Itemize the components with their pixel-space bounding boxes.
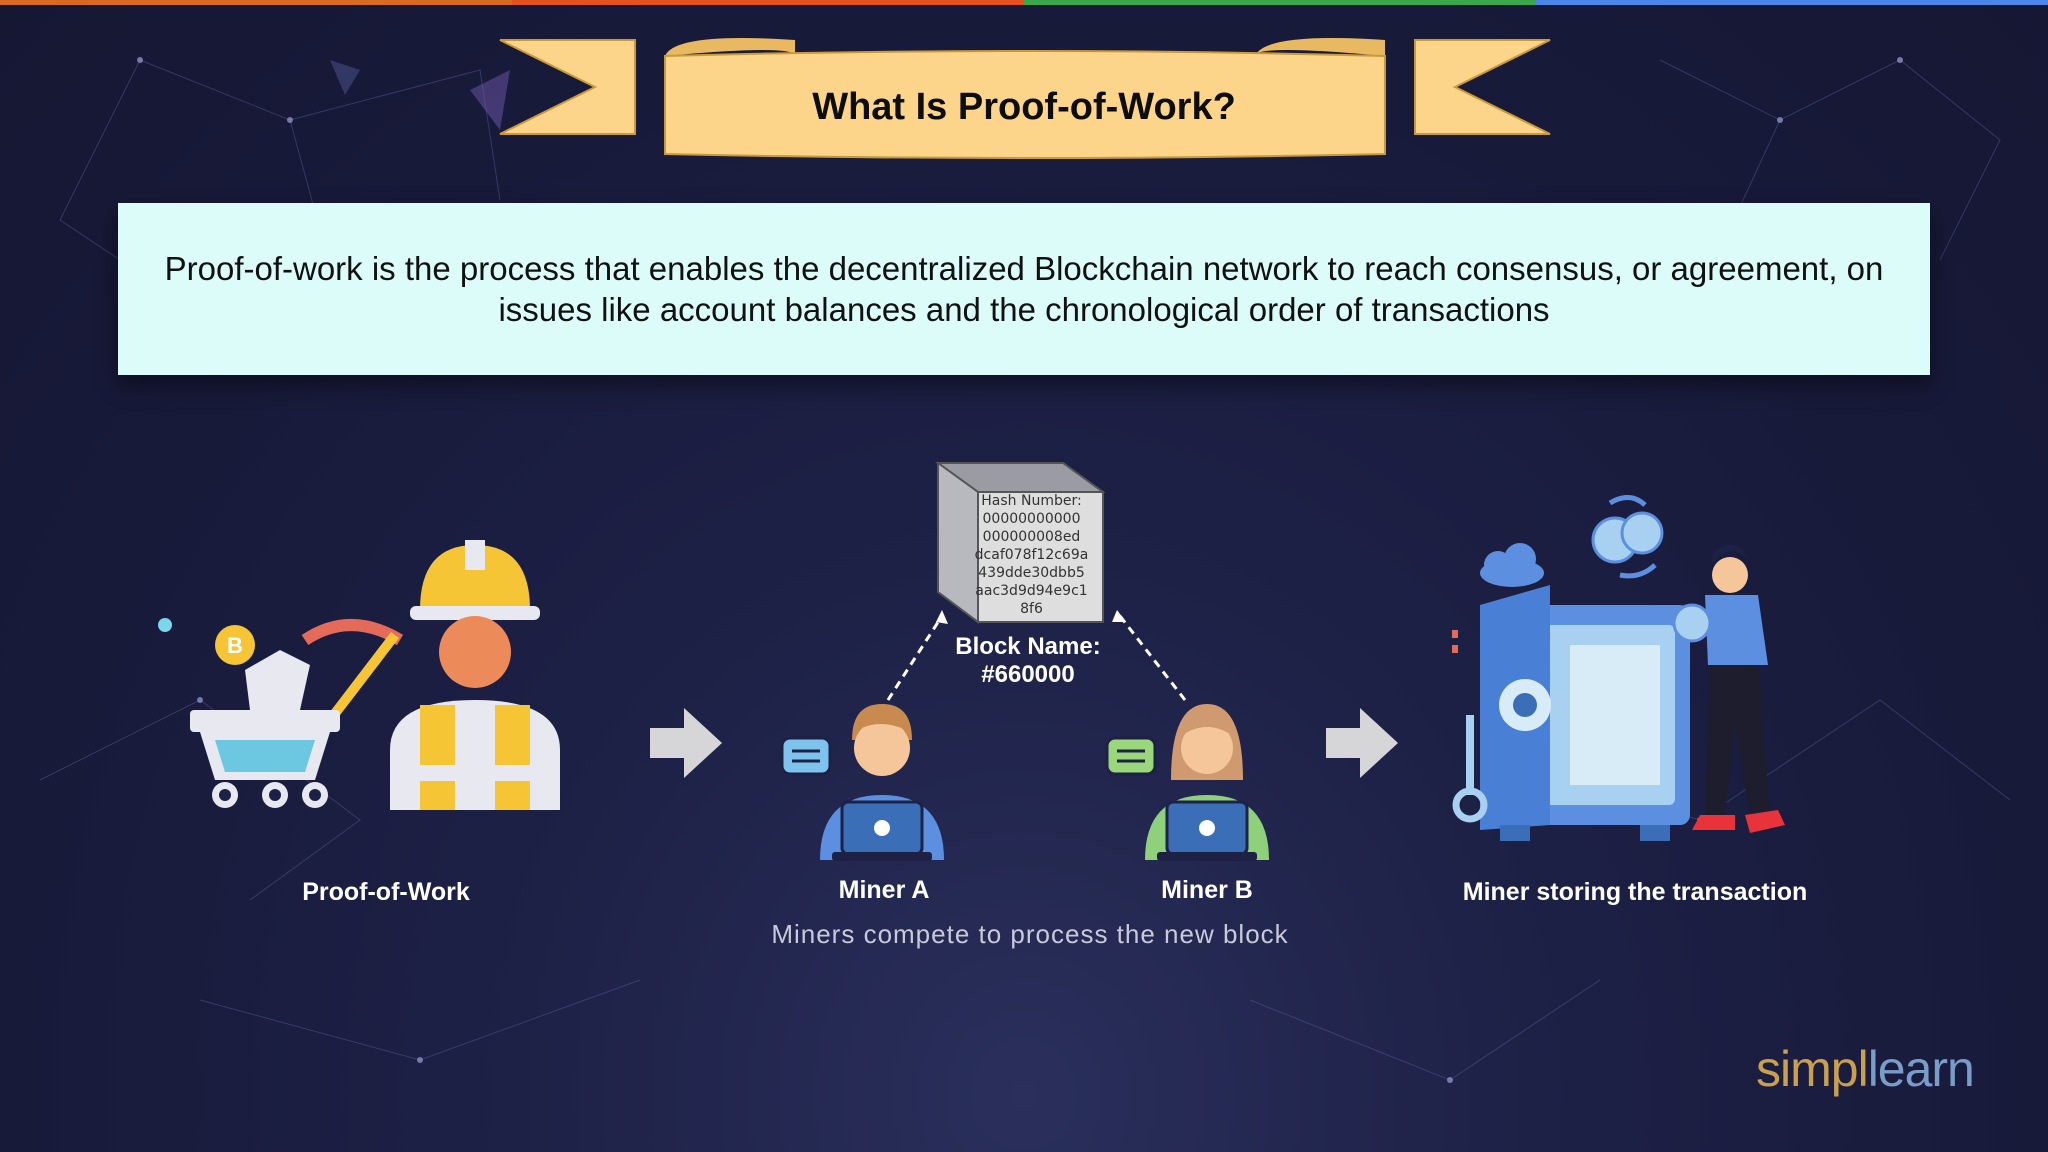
arrow-right-icon (1326, 708, 1398, 778)
chat-bubble-icon (780, 736, 832, 776)
block-name: Block Name: #660000 (918, 633, 1138, 689)
hash-line: 00000000000 (982, 511, 1081, 527)
caption-miner-a: Miner A (838, 876, 930, 904)
caption-proof-of-work: Proof-of-Work (302, 878, 470, 906)
miner-b-avatar-icon (1105, 704, 1269, 861)
logo-part-2: learn (1867, 1041, 1975, 1097)
hash-line: 000000008ed (982, 529, 1081, 545)
block-cube-icon (935, 461, 1105, 624)
bitcoin-coin-icon: B (215, 625, 255, 665)
hash-number-block: Hash Number: 00000000000 000000008ed dca… (964, 492, 1099, 618)
person-with-coin-icon (1672, 544, 1785, 833)
miner-a-avatar-icon (780, 704, 944, 861)
coins-icon (1591, 495, 1664, 579)
definition-box: Proof-of-work is the process that enable… (118, 203, 1930, 375)
laptop-icon (832, 800, 932, 861)
hash-line: 8f6 (1020, 601, 1043, 617)
hash-label: Hash Number: (981, 493, 1082, 509)
miner-worker-icon (390, 540, 560, 810)
vault-safe-icon (1452, 585, 1690, 841)
hash-line: dcaf078f12c69a (974, 547, 1089, 563)
proof-of-work-illustration: B (158, 540, 560, 810)
dashed-connectors (886, 610, 1187, 701)
chat-bubble-icon (1105, 736, 1157, 776)
title-banner (499, 38, 1551, 159)
pickaxe-icon (301, 619, 404, 724)
definition-text: Proof-of-work is the process that enable… (164, 250, 1884, 328)
hash-line: aac3d9d94e9c1 (975, 583, 1088, 599)
svg-text:B: B (227, 633, 243, 658)
mine-cart-icon (190, 650, 340, 808)
caption-miner-storing: Miner storing the transaction (1462, 878, 1808, 906)
block-name-label: Block Name: (955, 633, 1101, 660)
vault-illustration (1452, 495, 1785, 841)
page-title: What Is Proof-of-Work? (812, 86, 1236, 128)
compete-text: Miners compete to process the new block (771, 919, 1289, 949)
cloud-icon (1480, 543, 1544, 587)
simplilearn-logo: simpllearn (1756, 1040, 1975, 1098)
key-icon (1452, 715, 1488, 823)
hash-line: 439dde30dbb5 (978, 565, 1085, 581)
block-name-value: #660000 (981, 661, 1075, 688)
logo-part-1: simpl (1756, 1041, 1869, 1097)
arrow-right-icon (650, 708, 722, 778)
top-color-strip (0, 0, 2048, 5)
caption-miner-b: Miner B (1161, 876, 1253, 904)
laptop-icon (1157, 800, 1257, 861)
